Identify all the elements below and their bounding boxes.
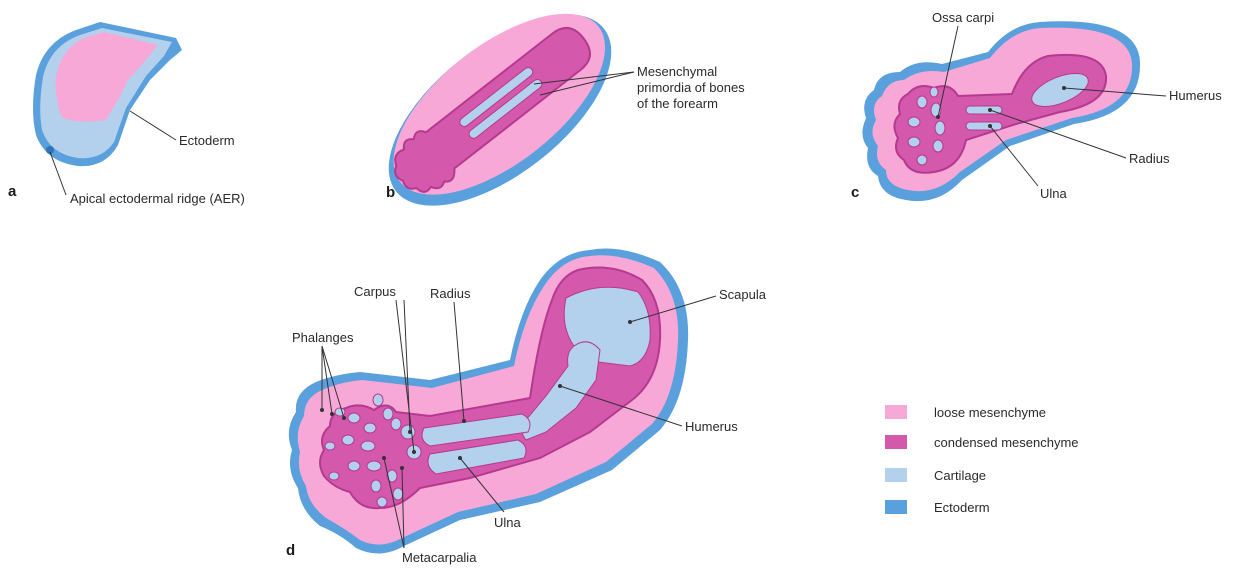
legend-item-ectoderm: Ectoderm: [885, 500, 990, 515]
panel-c: Ossa carpi Humerus Radius Ulna c: [851, 10, 1222, 201]
legend-swatch-ectoderm: [885, 500, 907, 514]
carpus-label: Carpus: [354, 284, 396, 299]
panel-letter-a: a: [8, 183, 17, 200]
ulna-label-c: Ulna: [1040, 186, 1068, 201]
panel-c-ulna-primordium: [966, 122, 1002, 130]
panel-b: [357, 0, 644, 242]
panel-d: Carpus Radius Scapula Phalanges Humerus …: [286, 249, 767, 566]
mesenchymal-primordia-label-3: of the forearm: [637, 96, 718, 111]
radius-label-c: Radius: [1129, 151, 1170, 166]
panel-letter-d: d: [286, 542, 295, 559]
mesenchymal-primordia-label-1: Mesenchymal: [637, 64, 717, 79]
panel-letter-c: c: [851, 184, 859, 201]
panel-letter-b: b: [386, 184, 395, 201]
mesenchymal-primordia-label-2: primordia of bones: [637, 80, 745, 95]
aer-label: Apical ectodermal ridge (AER): [70, 191, 245, 206]
panel-a: Ectoderm Apical ectodermal ridge (AER) a: [8, 22, 245, 206]
humerus-label-d: Humerus: [685, 419, 738, 434]
legend-item-cartilage: Cartilage: [885, 468, 986, 483]
ulna-label-d: Ulna: [494, 515, 522, 530]
legend-label-ectoderm: Ectoderm: [934, 500, 990, 515]
legend-label-cartilage: Cartilage: [934, 468, 986, 483]
scapula-label: Scapula: [719, 287, 767, 302]
phalanges-label: Phalanges: [292, 330, 354, 345]
legend-label-loose: loose mesenchyme: [934, 405, 1046, 420]
humerus-label-c: Humerus: [1169, 88, 1222, 103]
legend-label-condensed: condensed mesenchyme: [934, 435, 1079, 450]
legend-swatch-cartilage: [885, 468, 907, 482]
metacarpalia-label: Metacarpalia: [402, 550, 477, 565]
legend-item-condensed-mesenchyme: condensed mesenchyme: [885, 435, 1079, 450]
legend: loose mesenchyme condensed mesenchyme Ca…: [885, 405, 1079, 515]
radius-label-d: Radius: [430, 286, 471, 301]
legend-swatch-condensed: [885, 435, 907, 449]
legend-swatch-loose: [885, 405, 907, 419]
ectoderm-label-a: Ectoderm: [179, 133, 235, 148]
legend-item-loose-mesenchyme: loose mesenchyme: [885, 405, 1046, 420]
ossa-carpi-label: Ossa carpi: [932, 10, 994, 25]
